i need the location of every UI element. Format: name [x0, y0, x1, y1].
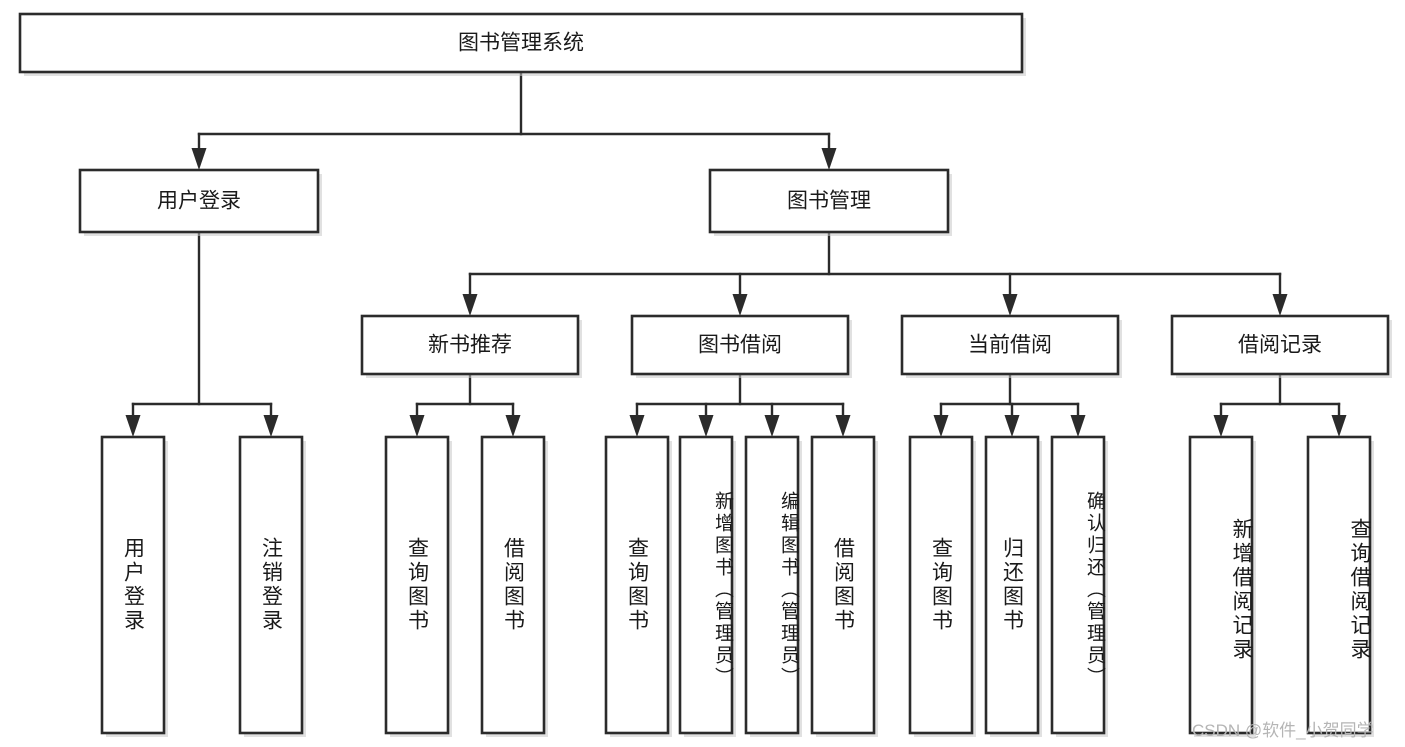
arrow-head-icon-leaf-borrow-book-2 — [835, 415, 851, 437]
node-new-book-rec-rect — [360, 314, 580, 376]
node-leaf-return-book — [984, 435, 1040, 735]
arrow-head-icon-leaf-query-book-2 — [629, 415, 645, 437]
arrow-head-icon-leaf-query-book-1 — [409, 415, 425, 437]
node-leaf-logout — [238, 435, 304, 735]
edges-layer — [125, 70, 1347, 437]
node-current-borrow-label: 当前借阅 — [968, 334, 1052, 357]
node-leaf-borrow-book-2-rect — [810, 435, 876, 735]
node-leaf-user-login — [100, 435, 166, 735]
node-leaf-user-login-rect — [100, 435, 166, 735]
node-borrow-record-rect — [1170, 314, 1390, 376]
node-leaf-borrow-book-2 — [810, 435, 876, 735]
node-book-borrow-label: 图书借阅 — [698, 334, 782, 357]
arrow-head-icon-leaf-logout — [263, 415, 279, 437]
node-leaf-query-record-rect — [1306, 435, 1372, 735]
node-new-book-rec: 新书推荐 — [360, 314, 580, 376]
node-leaf-add-record — [1188, 435, 1254, 735]
arrow-head-icon-leaf-return-book — [1004, 415, 1020, 437]
node-book-borrow: 图书借阅 — [630, 314, 850, 376]
node-book-manage-rect — [708, 168, 950, 234]
node-user-login: 用户登录 — [78, 168, 320, 234]
node-leaf-edit-book-rect — [744, 435, 800, 735]
node-user-login-rect — [78, 168, 320, 234]
arrow-head-icon-leaf-query-book-3 — [933, 415, 949, 437]
node-current-borrow-rect — [900, 314, 1120, 376]
node-leaf-query-book-1-rect — [384, 435, 450, 735]
node-root: 图书管理系统 — [18, 12, 1024, 74]
csdn-watermark: CSDN @软件_小贺同学 — [1192, 721, 1374, 740]
node-leaf-query-book-2 — [604, 435, 670, 735]
node-leaf-borrow-book-1-rect — [480, 435, 546, 735]
node-root-rect — [18, 12, 1024, 74]
node-leaf-return-book-rect — [984, 435, 1040, 735]
node-book-borrow-rect — [630, 314, 850, 376]
arrow-head-icon-user-login — [191, 148, 207, 170]
node-leaf-query-book-3 — [908, 435, 974, 735]
node-leaf-edit-book — [744, 435, 800, 735]
node-new-book-rec-label: 新书推荐 — [428, 334, 512, 357]
arrow-head-icon-book-manage — [821, 148, 837, 170]
node-leaf-add-record-rect — [1188, 435, 1254, 735]
node-leaf-query-book-3-rect — [908, 435, 974, 735]
arrow-head-icon-leaf-add-book — [698, 415, 714, 437]
node-leaf-add-book — [678, 435, 734, 735]
arrow-head-icon-leaf-edit-book — [764, 415, 780, 437]
node-root-label: 图书管理系统 — [458, 32, 584, 55]
arrow-head-icon-new-book-rec — [462, 294, 478, 316]
node-leaf-add-book-rect — [678, 435, 734, 735]
arrow-head-icon-book-borrow — [732, 294, 748, 316]
node-borrow-record-label: 借阅记录 — [1238, 334, 1322, 357]
arrow-head-icon-leaf-query-record — [1331, 415, 1347, 437]
arrow-head-icon-leaf-add-record — [1213, 415, 1229, 437]
node-leaf-confirm-return-rect — [1050, 435, 1106, 735]
node-leaf-query-book-1 — [384, 435, 450, 735]
node-leaf-logout-rect — [238, 435, 304, 735]
node-borrow-record: 借阅记录 — [1170, 314, 1390, 376]
node-current-borrow: 当前借阅 — [900, 314, 1120, 376]
node-book-manage: 图书管理 — [708, 168, 950, 234]
node-book-manage-label: 图书管理 — [787, 190, 871, 213]
arrow-head-icon-leaf-borrow-book-1 — [505, 415, 521, 437]
arrow-head-icon-current-borrow — [1002, 294, 1018, 316]
node-leaf-confirm-return — [1050, 435, 1106, 735]
node-leaf-query-record — [1306, 435, 1372, 735]
arrow-head-icon-leaf-confirm-return — [1070, 415, 1086, 437]
node-leaf-borrow-book-1 — [480, 435, 546, 735]
node-user-login-label: 用户登录 — [157, 190, 241, 213]
arrow-head-icon-borrow-record — [1272, 294, 1288, 316]
arrow-head-icon-leaf-user-login — [125, 415, 141, 437]
node-leaf-query-book-2-rect — [604, 435, 670, 735]
